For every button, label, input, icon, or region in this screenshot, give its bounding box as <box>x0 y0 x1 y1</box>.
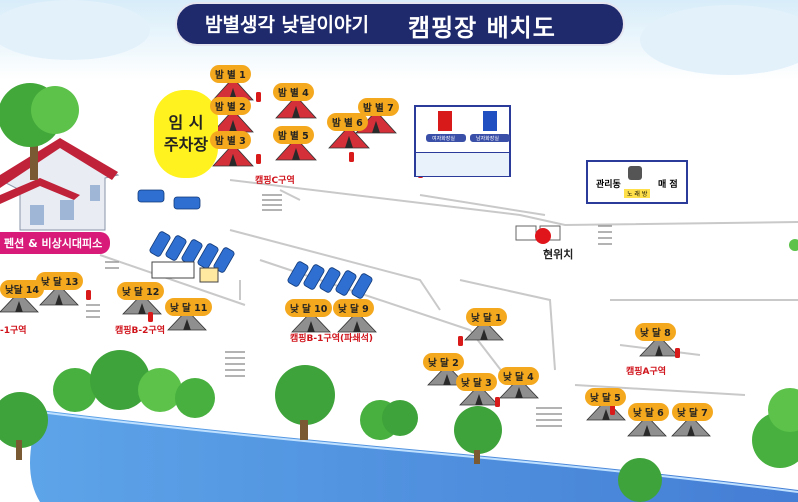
you-are-here-marker <box>535 228 551 244</box>
site-label-bambyeol-7: 밤 별 7 <box>358 98 399 116</box>
site-label-natdal-5: 낮 달 5 <box>585 388 626 406</box>
fire-extinguisher-icon <box>86 290 91 300</box>
sign-boards <box>151 225 561 283</box>
office-store-building: 관리동 매 점 노 래 방 <box>586 160 688 204</box>
sink-label: 노 래 방 <box>624 189 651 198</box>
store-label: 매 점 <box>658 180 678 190</box>
site-label-natdal-8: 낮 달 8 <box>635 323 676 341</box>
male-restroom-label: 남자화장실 <box>476 136 500 142</box>
site-label-natdal-12: 낮 달 12 <box>117 282 165 300</box>
site-label-natdal-14: 낮달 14 <box>0 280 45 298</box>
site-label-bambyeol-4: 밤 별 4 <box>273 83 314 101</box>
camp-name: 밤별생각 낮달이야기 <box>205 14 369 36</box>
site-label-natdal-6: 낮 달 6 <box>628 403 669 421</box>
sink-icon <box>628 166 642 180</box>
site-label-natdal-2: 낮 달 2 <box>423 353 464 371</box>
zone-b1-label: 캠핑B-1구역(파쇄석) <box>290 334 374 344</box>
fire-extinguisher-icon <box>458 336 463 346</box>
site-label-natdal-11: 낮 달 11 <box>165 298 213 316</box>
tents-bambyeol <box>212 77 397 167</box>
site-label-bambyeol-1: 밤 별 1 <box>210 65 251 83</box>
shower-area <box>416 152 509 176</box>
site-label-natdal-9: 낮 달 9 <box>333 299 374 317</box>
site-label-natdal-3: 낮 달 3 <box>456 373 497 391</box>
fire-extinguisher-icon <box>675 348 680 358</box>
male-restroom-icon <box>483 111 497 131</box>
pension-shelter-label: 펜션 & 비상시대피소 <box>0 232 111 254</box>
fire-extinguisher-icon <box>256 154 261 164</box>
site-label-natdal-13: 낮 달 13 <box>36 272 84 290</box>
you-are-here-label: 현위치 <box>543 248 574 261</box>
restroom-building: 여자화장실 남자화장실 <box>414 105 511 177</box>
page-title: 캠핑장 배치도 <box>408 14 556 42</box>
zone-b2-label: 캠핑B-2구역 <box>115 326 165 336</box>
site-label-bambyeol-5: 밤 별 5 <box>273 126 314 144</box>
site-label-bambyeol-6: 밤 별 6 <box>327 113 368 131</box>
site-label-natdal-1: 낮 달 1 <box>466 308 507 326</box>
zone-a-label: 캠핑A구역 <box>626 367 667 377</box>
temp-parking-line2: 주차장 <box>163 135 209 154</box>
trees <box>0 83 798 502</box>
fire-extinguisher-icon <box>610 405 615 415</box>
female-restroom-label: 여자화장실 <box>432 136 456 142</box>
fire-extinguisher-icon <box>148 312 153 322</box>
site-label-natdal-10: 낮 달 10 <box>285 299 333 317</box>
temporary-parking: 임 시 주차장 <box>154 90 218 178</box>
office-label: 관리동 <box>596 180 621 190</box>
car-icons <box>137 189 373 299</box>
site-label-bambyeol-2: 밤 별 2 <box>210 97 251 115</box>
fire-extinguisher-icon <box>349 152 354 162</box>
site-label-natdal-7: 낮 달 7 <box>672 403 713 421</box>
title-banner <box>175 2 625 46</box>
site-label-natdal-4: 낮 달 4 <box>498 367 539 385</box>
fire-extinguisher-icon <box>256 92 261 102</box>
stairs <box>86 194 612 427</box>
zone-b1-partial-label: -1구역 <box>0 326 27 336</box>
temp-parking-line1: 임 시 <box>168 113 204 132</box>
female-restroom-icon <box>438 111 452 131</box>
tents-natdal <box>0 284 711 437</box>
site-label-bambyeol-3: 밤 별 3 <box>210 131 251 149</box>
fire-extinguisher-icon <box>495 397 500 407</box>
pension-house-icon <box>0 138 120 231</box>
zone-c-label: 캠핑C구역 <box>255 176 295 186</box>
